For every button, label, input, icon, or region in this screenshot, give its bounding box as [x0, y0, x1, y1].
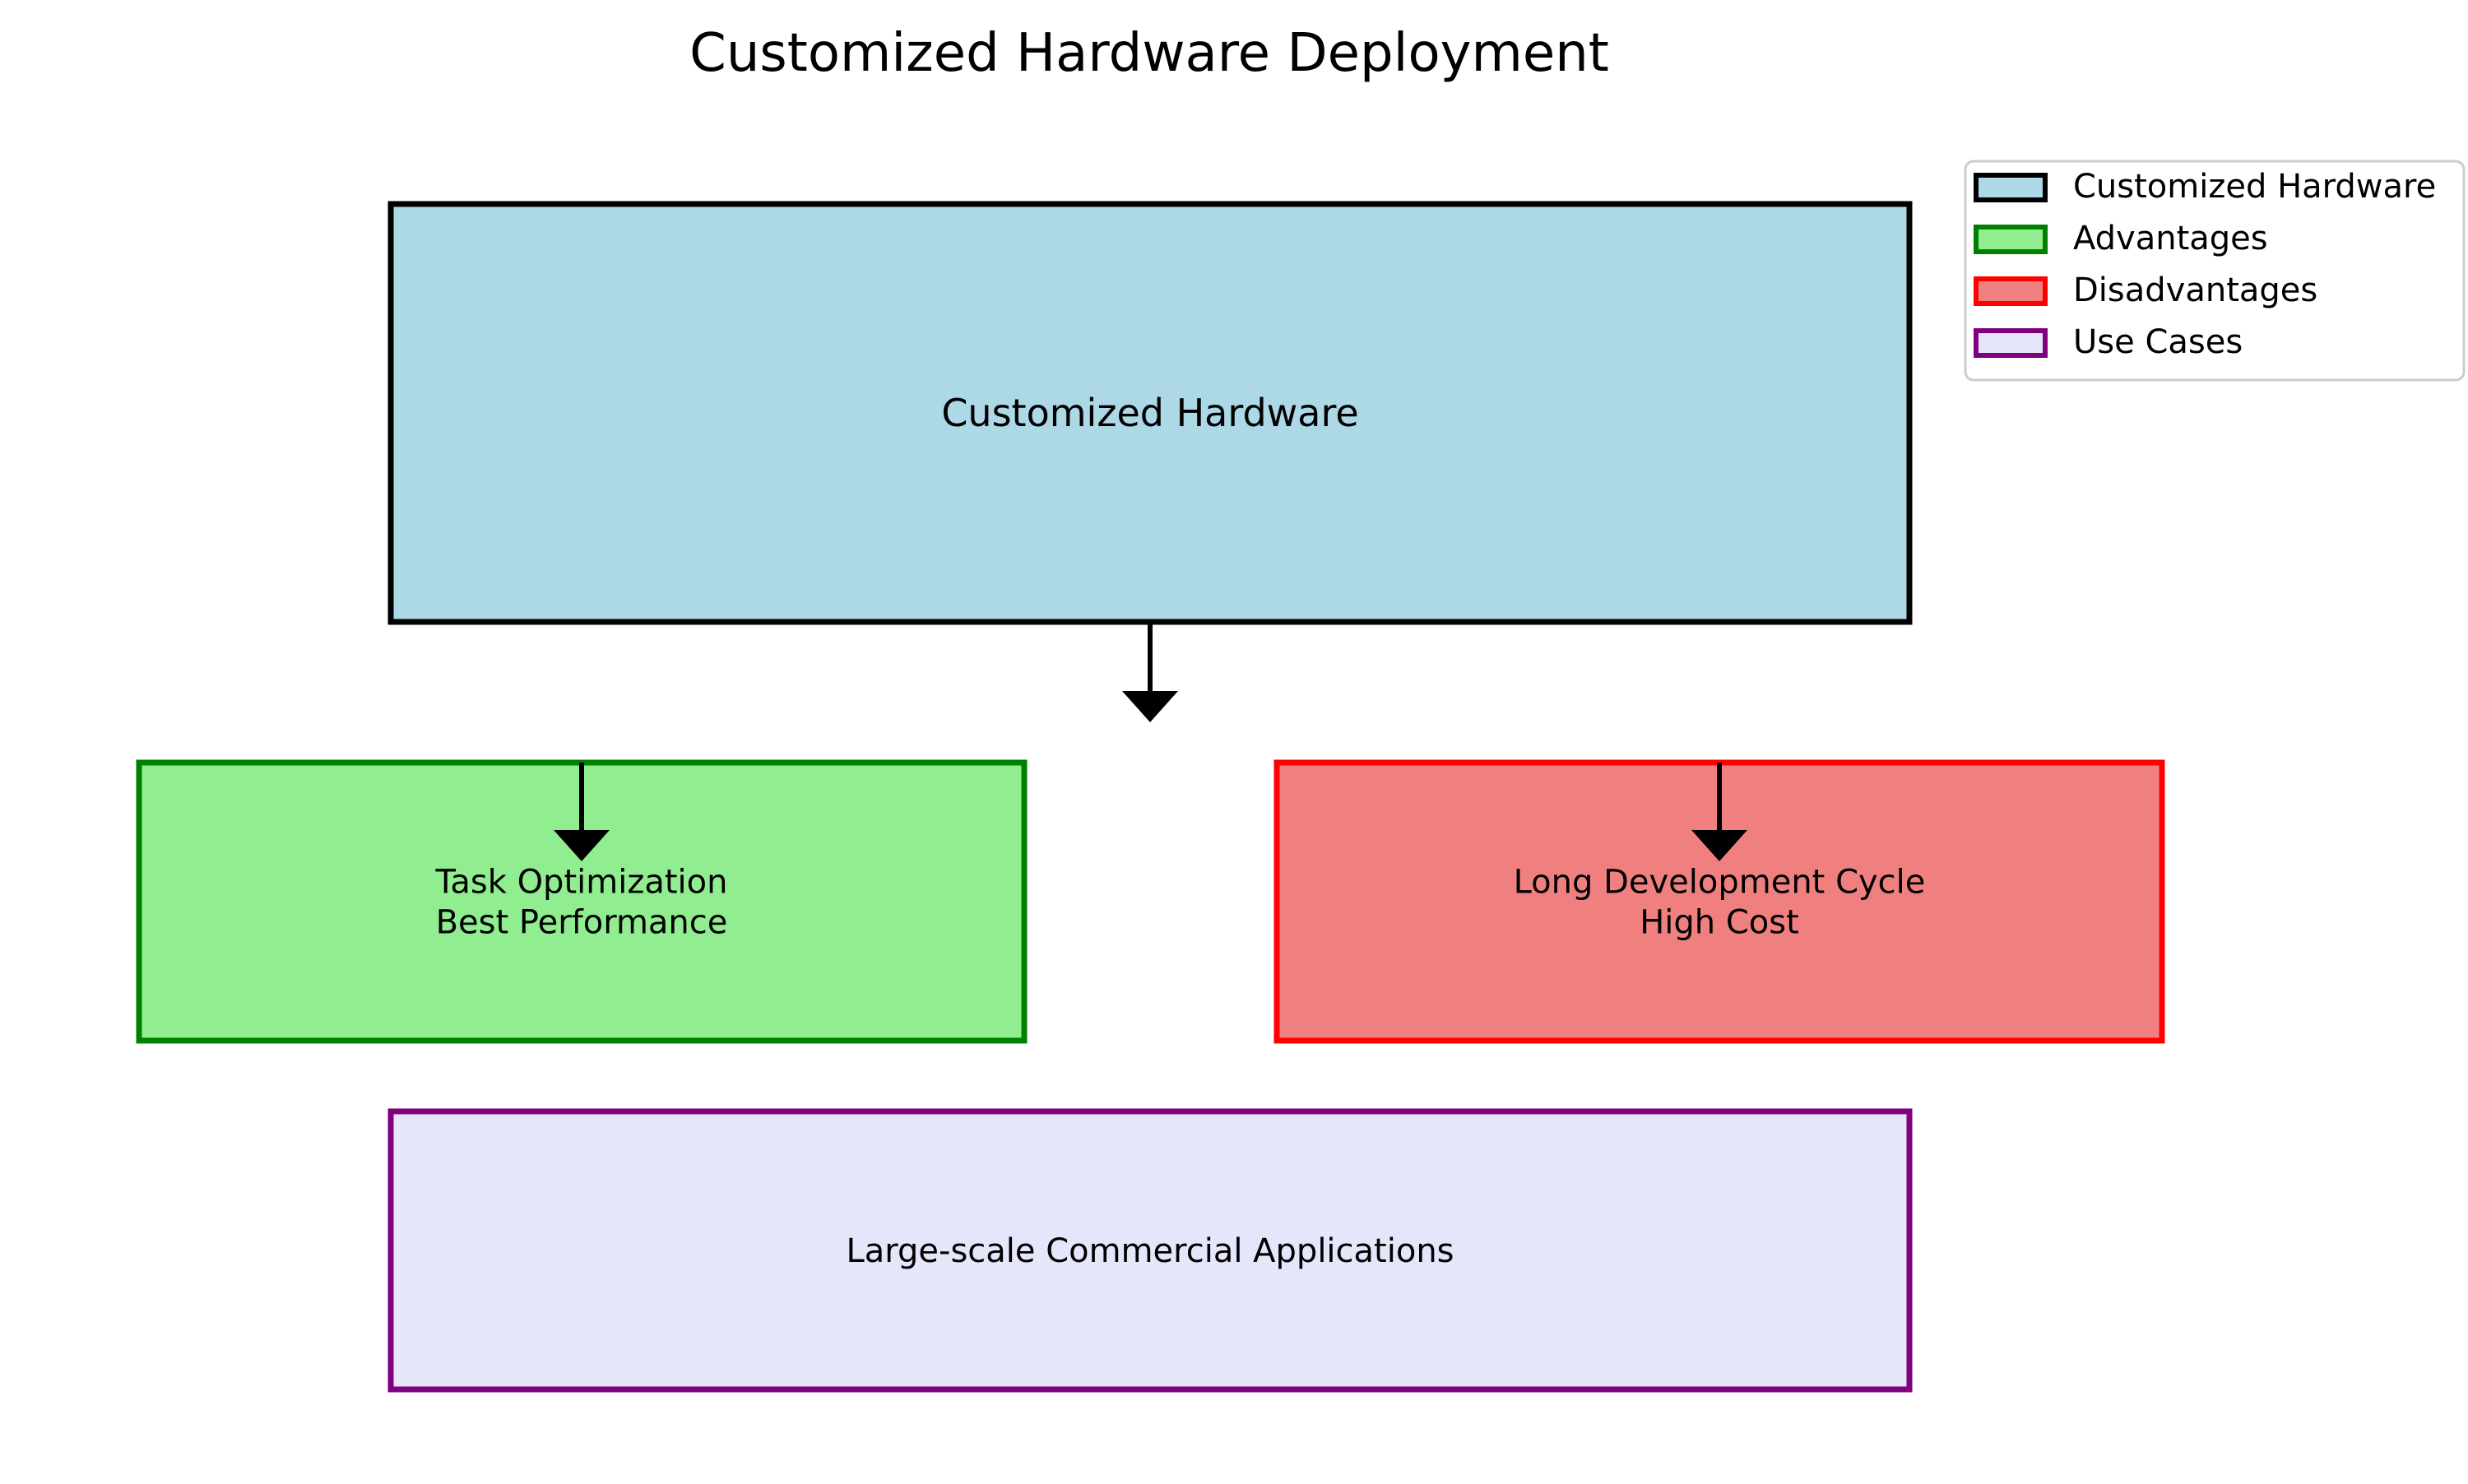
node-label-line: Large-scale Commercial Applications	[846, 1232, 1454, 1270]
legend-items: Customized HardwareAdvantagesDisadvantag…	[1974, 168, 2436, 361]
legend-label: Disadvantages	[2073, 271, 2317, 309]
legend-swatch	[1974, 225, 2048, 254]
node-label-line: Customized Hardware	[941, 391, 1358, 435]
legend-swatch	[1974, 173, 2048, 202]
legend-swatch	[1974, 276, 2048, 306]
legend-swatch	[1974, 328, 2048, 358]
node-use-cases: Large-scale Commercial Applications	[387, 1108, 1913, 1393]
arrow-head-icon	[554, 830, 610, 861]
node-use-cases-box	[387, 1108, 1913, 1393]
node-label-line: High Cost	[1640, 903, 1799, 941]
node-customized-hardware-box	[387, 201, 1913, 625]
arrow-disadvantages-down	[1691, 763, 1747, 861]
diagram-title: Customized Hardware Deployment	[689, 23, 1609, 84]
legend-label: Customized Hardware	[2073, 168, 2436, 206]
legend-item: Use Cases	[1974, 323, 2243, 361]
arrow-advantages-down	[554, 763, 610, 861]
legend-item: Disadvantages	[1974, 271, 2317, 309]
legend-label: Advantages	[2073, 220, 2268, 257]
node-customized-hardware: Customized Hardware	[387, 201, 1913, 625]
legend-frame	[1964, 160, 2466, 382]
legend-label: Use Cases	[2073, 323, 2243, 361]
node-label-line: Best Performance	[436, 903, 728, 941]
arrow-head-icon	[1122, 691, 1178, 722]
legend-item: Advantages	[1974, 220, 2268, 257]
node-label-line: Long Development Cycle	[1514, 864, 1926, 902]
node-use-cases-label: Large-scale Commercial Applications	[846, 1232, 1454, 1270]
node-label-line: Task Optimization	[435, 864, 728, 902]
legend: Customized HardwareAdvantagesDisadvantag…	[1964, 160, 2466, 382]
legend-item: Customized Hardware	[1974, 168, 2436, 206]
arrow-head-icon	[1691, 830, 1747, 861]
arrow-customized-hardware-down	[1122, 622, 1178, 722]
node-customized-hardware-label: Customized Hardware	[941, 391, 1358, 435]
